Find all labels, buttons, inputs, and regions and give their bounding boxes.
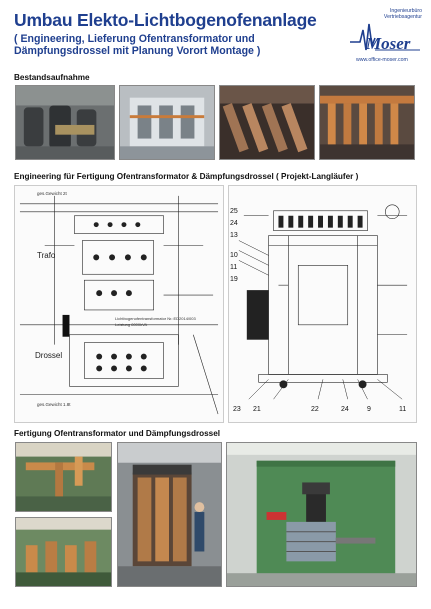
subtitle-line-1: ( Engineering, Lieferung Ofentransformat… (14, 33, 255, 45)
drawing-callout-9: 9 (367, 406, 371, 413)
photo-manufacturing-2 (15, 517, 112, 587)
drawing-callout-24a: 24 (230, 220, 238, 227)
logo-wave-icon (350, 23, 420, 51)
section-heading-manufacturing: Fertigung Ofentransformator und Dämpfung… (14, 429, 221, 438)
photo-inventory-4 (319, 85, 415, 160)
photo-manufacturing-1 (15, 442, 112, 512)
drawing-callout-10: 10 (230, 252, 238, 259)
drawing-callout-11a: 11 (230, 264, 238, 271)
photo-inventory-2 (119, 85, 215, 160)
section-heading-inventory: Bestandsaufnahme (14, 73, 90, 82)
drawing-note: Lichtbogenofentransformator Nr.:ED2014/0… (115, 316, 196, 321)
logo-wordmark: Moser (366, 34, 411, 53)
subtitle-line-2: Dämpfungsdrossel mit Planung Vorort Mont… (14, 45, 261, 57)
photo-manufacturing-4 (226, 442, 417, 587)
drawing-note-2: Leistung 8000kVA (115, 322, 148, 327)
page-subtitle: ( Engineering, Lieferung Ofentransformat… (14, 33, 334, 57)
drawing-weight-1: ges.Gewicht 2t (37, 191, 67, 196)
drawing-callout-21: 21 (253, 406, 261, 413)
drawing-plan-view: Trafo Drossel ges.Gewicht 2t ges.Gewicht… (14, 185, 224, 423)
logo-url: www.office-moser.com (356, 57, 408, 63)
photo-inventory-3 (219, 85, 315, 160)
drawing-callout-19: 19 (230, 276, 238, 283)
drawing-callout-25: 25 (230, 208, 238, 215)
drawing-callout-24b: 24 (341, 406, 349, 413)
drawing-label-drossel: Drossel (35, 351, 63, 360)
drawing-callout-22: 22 (311, 406, 319, 413)
drawing-weight-2: ges.Gewicht 1.8t (37, 402, 71, 407)
logo-tagline: Ingenieurbüro Vertriebsagentur (383, 8, 422, 20)
drawing-callout-11b: 11 (399, 406, 407, 413)
photo-manufacturing-3 (117, 442, 222, 587)
photo-inventory-1 (15, 85, 115, 160)
page-title: Umbau Elekto-Lichtbogenofenanlage (14, 10, 317, 30)
drawing-callout-23: 23 (233, 406, 241, 413)
company-logo: Ingenieurbüro Vertriebsagentur Moser www… (346, 8, 422, 64)
drawing-callout-13: 13 (230, 232, 238, 239)
section-heading-engineering: Engineering für Fertigung Ofentransforma… (14, 172, 359, 181)
drawing-label-trafo: Trafo (37, 251, 56, 260)
drawing-side-view: 25 24 13 10 11 19 23 21 22 24 9 11 (228, 185, 417, 423)
